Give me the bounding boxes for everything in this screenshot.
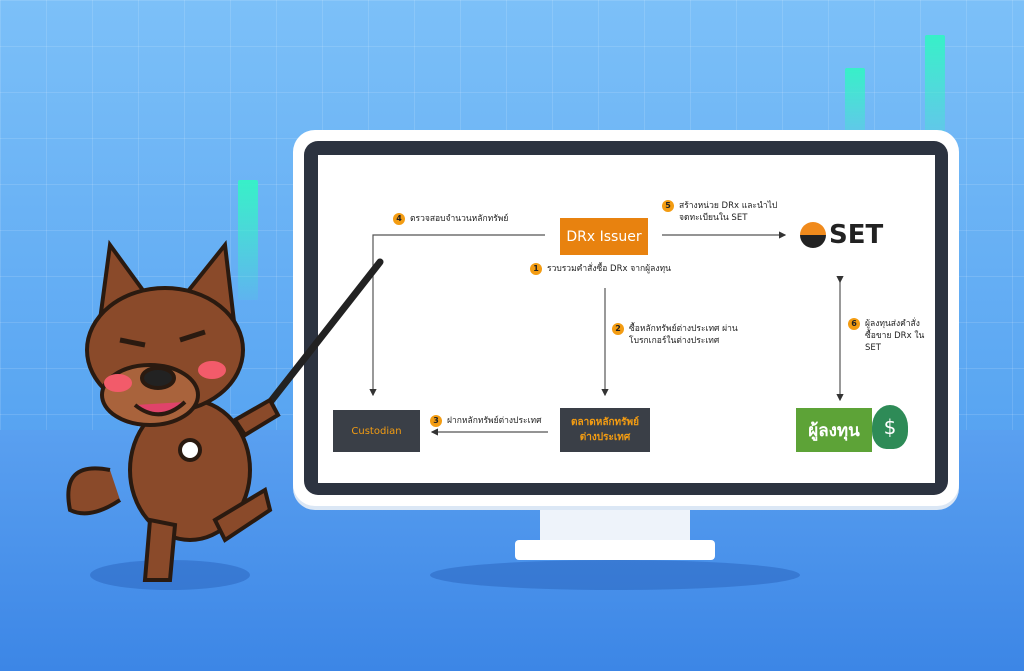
dog-mascot-illustration <box>66 239 281 582</box>
set-logo-icon <box>800 222 826 248</box>
monitor-stand-base <box>515 540 715 560</box>
money-bag-icon: $ <box>872 405 908 449</box>
node-investor: ผู้ลงทุน <box>796 408 872 452</box>
chart-bar-decoration <box>238 180 258 300</box>
node-set: SET <box>829 220 884 250</box>
monitor-stand-neck <box>540 500 690 544</box>
node-drx-issuer: DRx Issuer <box>560 218 648 255</box>
node-foreign-market: ตลาดหลักทรัพย์ต่างประเทศ <box>560 408 650 452</box>
chart-bar-decoration <box>845 68 865 148</box>
node-custodian: Custodian <box>333 410 420 452</box>
set-logo: SET <box>800 220 883 250</box>
shadow <box>430 560 800 590</box>
arrow-step-4 <box>369 234 545 397</box>
chart-bar-decoration <box>925 35 945 155</box>
pointer-stick <box>264 258 384 409</box>
